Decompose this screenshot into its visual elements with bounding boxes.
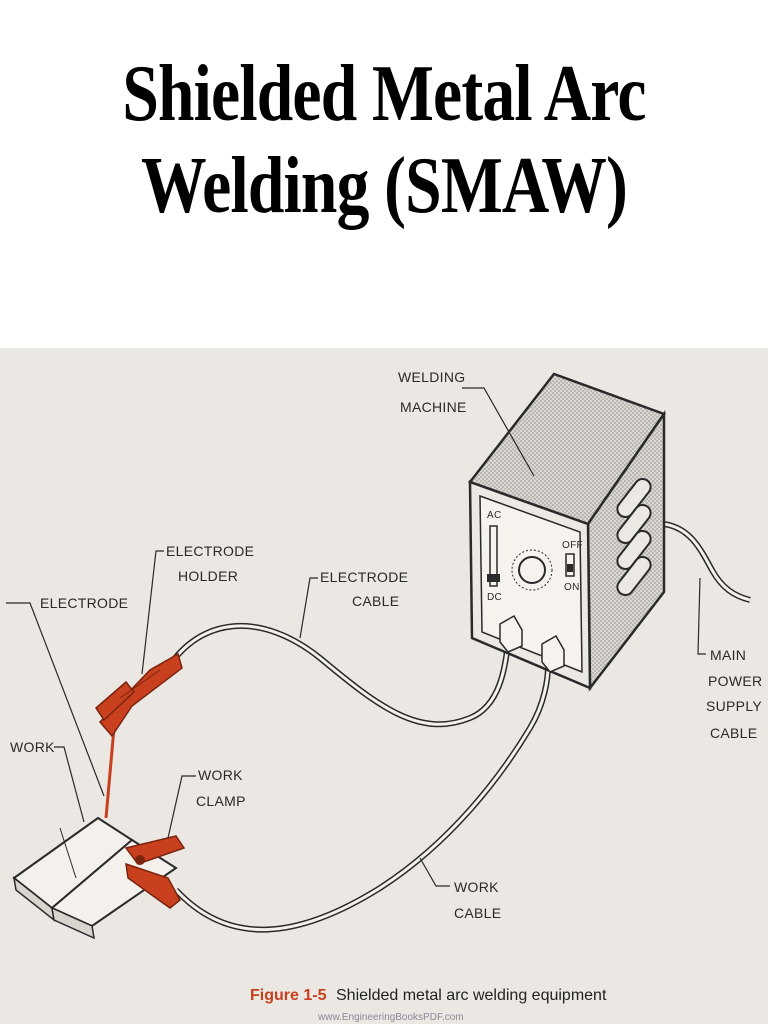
- work-clamp-label-1: WORK: [198, 767, 243, 783]
- work-label: WORK: [10, 739, 55, 755]
- main-power-label-2: POWER: [708, 673, 762, 689]
- title-line-2: Welding (SMAW): [140, 142, 628, 230]
- electrode-holder: [95, 652, 183, 738]
- leader-lines: [6, 387, 706, 887]
- electrode-holder-label-2: HOLDER: [178, 568, 238, 584]
- panel-on-label: ON: [564, 582, 580, 593]
- electrode-rod: [104, 727, 116, 819]
- welding-machine-label-2: MACHINE: [400, 399, 467, 415]
- electrode-holder-label-1: ELECTRODE: [166, 543, 254, 559]
- smaw-diagram: AC DC OFF ON WELDING MACHINE ELECTRODE H…: [6, 369, 762, 1023]
- smaw-equipment-figure: AC DC OFF ON WELDING MACHINE ELECTRODE H…: [0, 348, 768, 1024]
- electrode-cable: [165, 622, 511, 728]
- main-power-label-3: SUPPLY: [706, 698, 762, 714]
- panel-dc-label: DC: [487, 592, 502, 603]
- main-power-label-4: CABLE: [710, 725, 757, 741]
- work-clamp: [124, 835, 186, 909]
- panel-off-label: OFF: [562, 540, 583, 551]
- electrode-cable-label-2: CABLE: [352, 593, 399, 609]
- welding-machine: [467, 372, 666, 692]
- welding-machine-label-1: WELDING: [398, 369, 465, 385]
- electrode-label: ELECTRODE: [40, 595, 128, 611]
- main-power-label-1: MAIN: [710, 647, 746, 663]
- work-cable-label-1: WORK: [454, 879, 499, 895]
- title-line-1: Shielded Metal Arc: [122, 50, 646, 138]
- watermark: www.EngineeringBooksPDF.com: [317, 1012, 464, 1023]
- figure-caption: Shielded metal arc welding equipment: [336, 987, 607, 1004]
- work-cable-label-2: CABLE: [454, 905, 501, 921]
- figure-number: Figure 1-5: [250, 987, 327, 1004]
- work-clamp-label-2: CLAMP: [196, 793, 246, 809]
- panel-ac-label: AC: [487, 510, 502, 521]
- slide-title: Shielded Metal Arc Welding (SMAW): [0, 48, 768, 232]
- electrode-cable-label-1: ELECTRODE: [320, 569, 408, 585]
